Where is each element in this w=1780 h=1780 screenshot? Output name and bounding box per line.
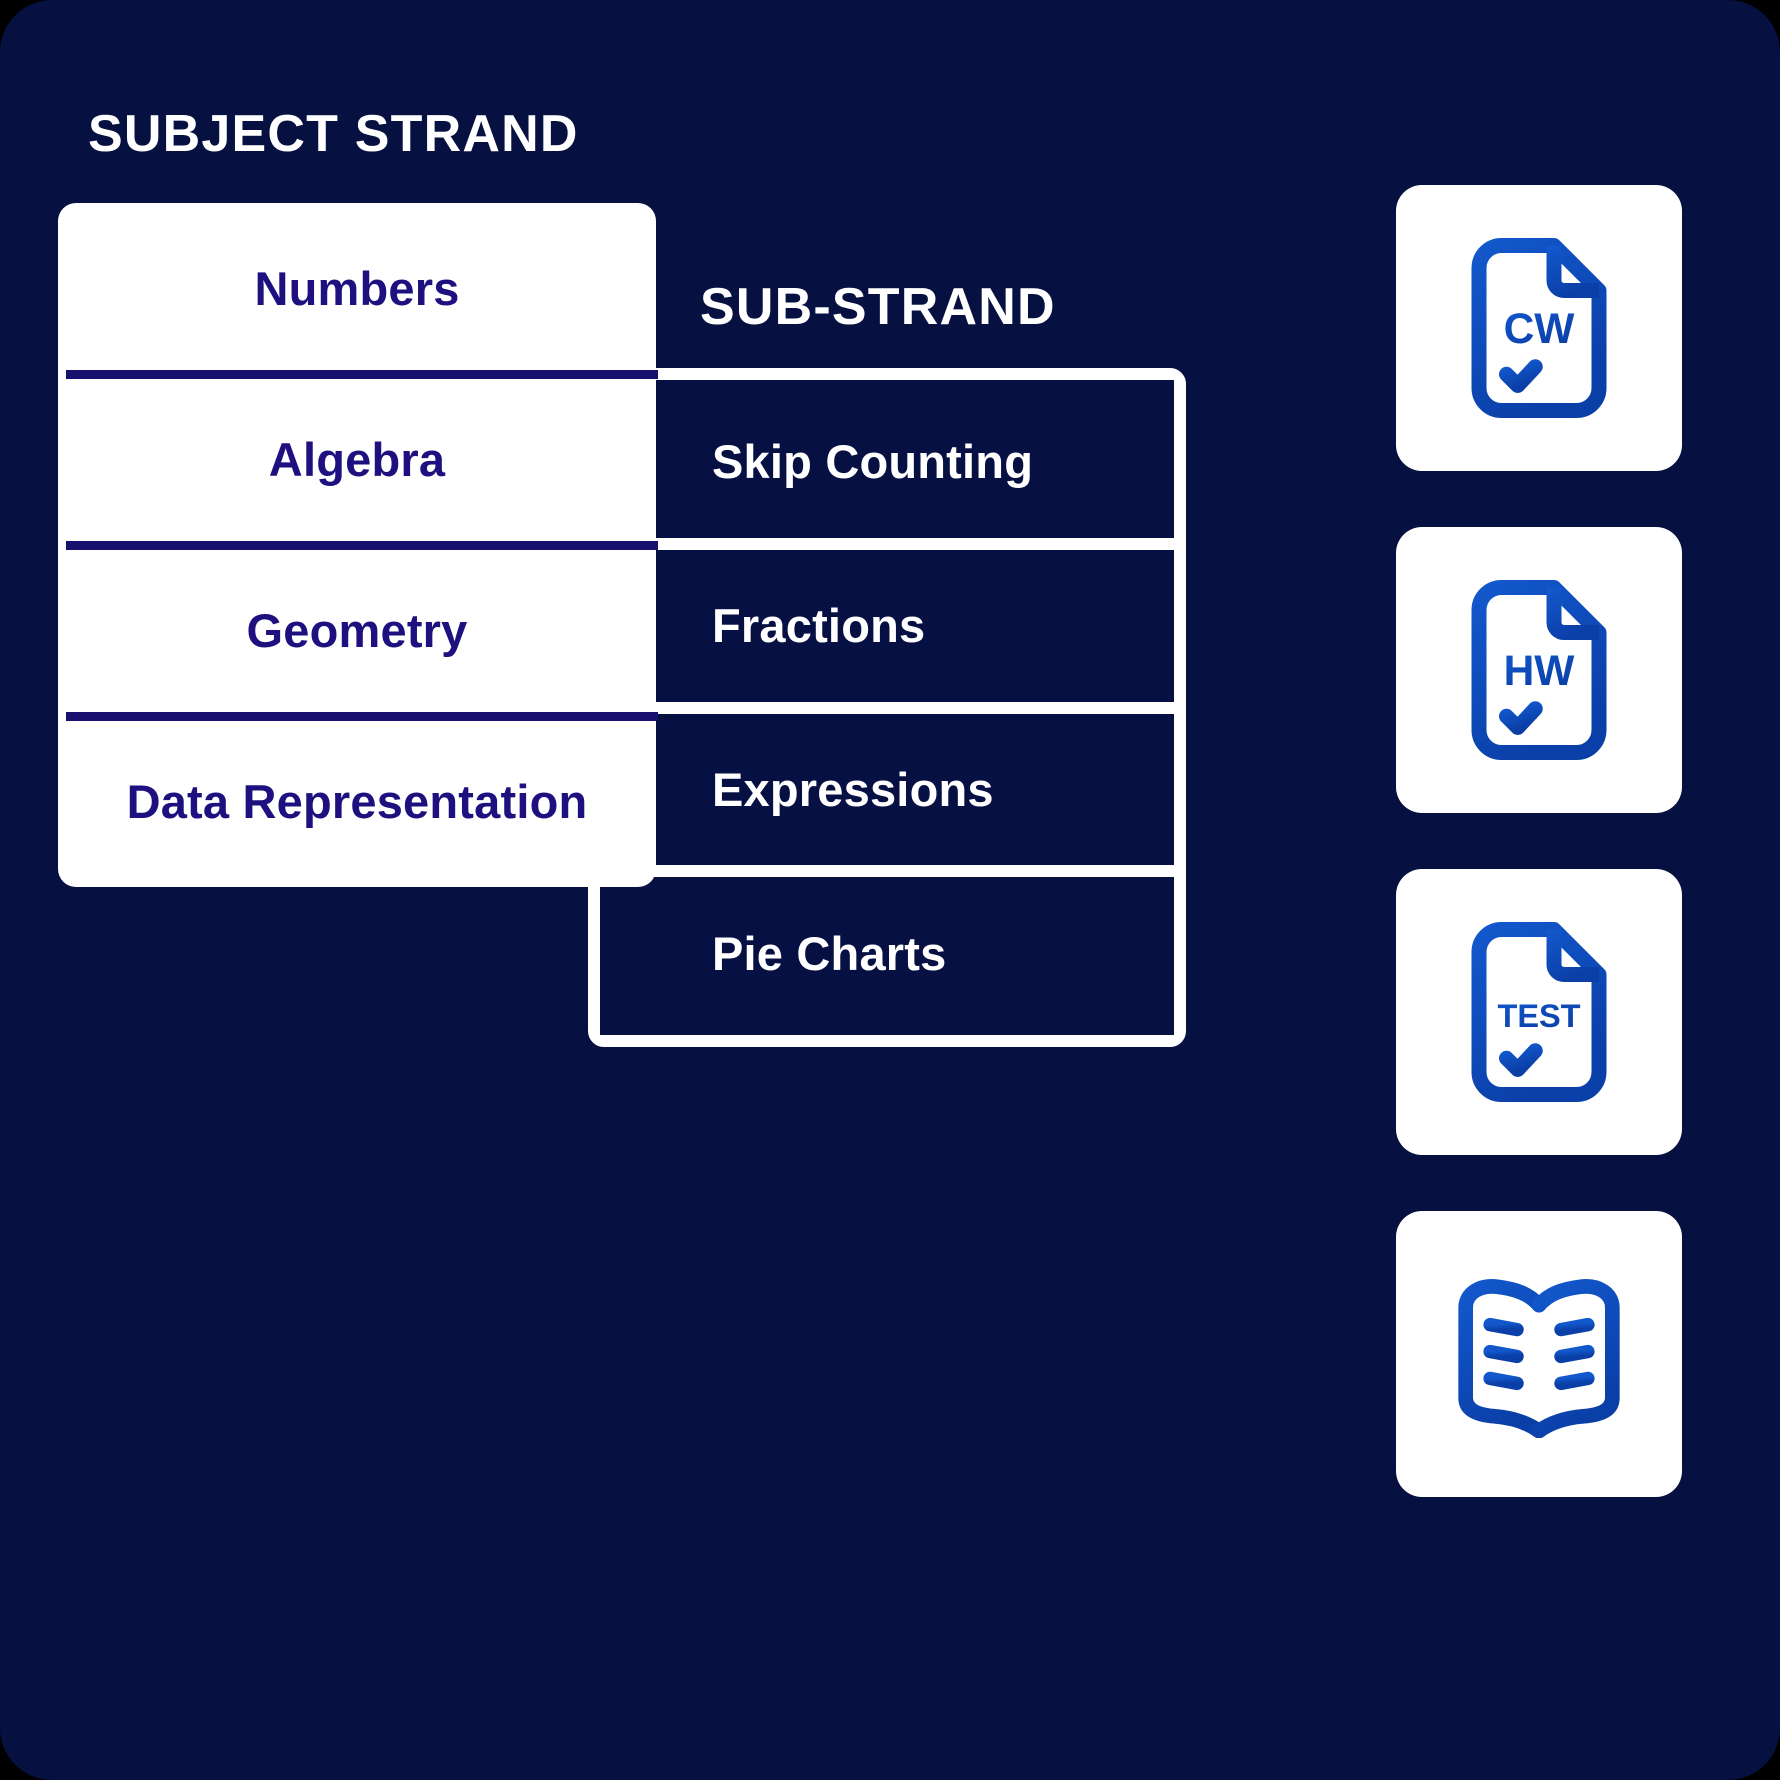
sub-strand-label: Pie Charts <box>712 926 947 980</box>
resource-icon-column: CW HW <box>1396 185 1682 1497</box>
strand-item-numbers[interactable]: Numbers <box>58 203 656 374</box>
icon-card-test[interactable]: TEST <box>1396 869 1682 1155</box>
sub-strand-item-expressions[interactable]: Expressions <box>588 701 1186 872</box>
strand-item-algebra[interactable]: Algebra <box>58 370 658 545</box>
sub-strand-label: Expressions <box>712 762 994 816</box>
icon-text-hw: HW <box>1504 648 1576 695</box>
icon-text-cw: CW <box>1504 306 1576 353</box>
sub-strand-item-fractions[interactable]: Fractions <box>588 537 1186 708</box>
document-hw-icon: HW <box>1471 580 1607 760</box>
icon-card-book[interactable] <box>1396 1211 1682 1497</box>
strand-item-data-representation[interactable]: Data Representation <box>58 712 658 887</box>
sub-strand-label: Fractions <box>712 599 926 653</box>
sub-strand-item-skip-counting[interactable]: Skip Counting <box>600 380 1174 544</box>
page-title-sub-strand: SUB-STRAND <box>700 278 1056 336</box>
subject-strand-card: Numbers Algebra Geometry Data Representa… <box>58 203 658 887</box>
document-cw-icon: CW <box>1471 238 1607 418</box>
sub-strand-panel: Skip Counting Fractions Expressions Pie … <box>588 368 1186 1047</box>
icon-text-test: TEST <box>1497 998 1580 1034</box>
open-book-icon <box>1458 1279 1620 1438</box>
document-test-icon: TEST <box>1471 922 1607 1102</box>
strand-label: Geometry <box>246 604 468 657</box>
page-title-subject-strand: SUBJECT STRAND <box>88 105 579 163</box>
strand-label: Algebra <box>268 433 446 486</box>
strand-label: Numbers <box>254 262 460 315</box>
icon-card-classwork[interactable]: CW <box>1396 185 1682 471</box>
strand-label: Data Representation <box>126 775 588 828</box>
strand-item-geometry[interactable]: Geometry <box>58 541 658 716</box>
icon-card-homework[interactable]: HW <box>1396 527 1682 813</box>
sub-strand-item-pie-charts[interactable]: Pie Charts <box>588 865 1186 1035</box>
sub-strand-label: Skip Counting <box>712 435 1034 489</box>
